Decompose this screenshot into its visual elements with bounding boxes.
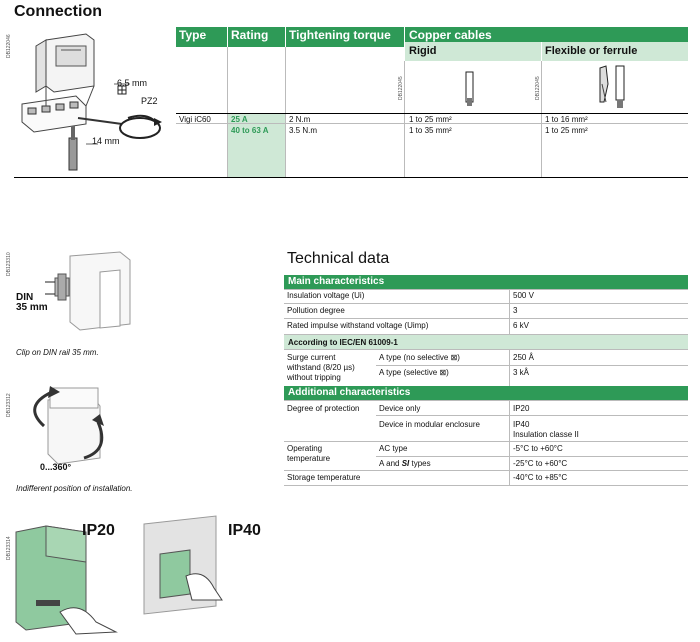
row1-type: Vigi iC60: [179, 115, 211, 124]
insulation-voltage-value: 500 V: [513, 291, 534, 300]
storage-label: Storage temperature: [287, 473, 361, 482]
surge-row1-value: 250 Å: [513, 353, 534, 362]
additional-characteristics-label: Additional characteristics: [288, 387, 411, 398]
flex-figure-code: DB122045: [535, 76, 541, 100]
header-flexible: Flexible or ferrule: [545, 45, 638, 57]
flexible-cable-icon: [599, 65, 625, 108]
operating-row2-sub-si: SI: [401, 459, 410, 468]
protection-label: Degree of protection: [287, 404, 360, 413]
din-label: DIN: [16, 292, 34, 303]
rigid-cable-icon: [465, 71, 474, 106]
iec-header: [284, 335, 688, 349]
row2-rating: 40 to 63 A: [231, 126, 269, 135]
operating-row2-sub-a: A and: [379, 459, 402, 468]
rotation-caption: Indifferent position of installation.: [16, 484, 133, 493]
row1-rating: 25 A: [231, 115, 248, 124]
protection-row2-value2: Insulation classe II: [513, 430, 579, 439]
insulation-voltage-label: Insulation voltage (Ui): [287, 291, 365, 300]
pollution-degree-value: 3: [513, 306, 518, 315]
protection-row2-sub: Device in modular enclosure: [379, 420, 480, 429]
rotation-figure-code: DB123312: [6, 393, 12, 417]
header-copper: Copper cables: [409, 28, 492, 42]
row1-flexible: 1 to 16 mm²: [545, 115, 588, 124]
header-rigid: Rigid: [409, 45, 437, 57]
operating-row2-sub: A and SI types: [379, 459, 431, 469]
operating-row1-sub: AC type: [379, 444, 408, 453]
operating-row2-sub-b: types: [409, 459, 431, 468]
row1-rigid: 1 to 25 mm²: [409, 115, 452, 124]
impulse-voltage-value: 6 kV: [513, 321, 530, 330]
surge-label-2: withstand (8/20 µs): [287, 363, 355, 372]
header-rating: Rating: [231, 28, 269, 42]
connection-title: Connection: [14, 3, 102, 20]
screwdriver-dimension: 6.5 mm: [117, 78, 148, 88]
strip-length: 14 mm: [92, 136, 120, 146]
protection-row2-value: IP40: [513, 420, 530, 429]
din-dimension: 35 mm: [16, 302, 48, 313]
ip20-illustration: [15, 525, 118, 635]
header-type: Type: [179, 28, 207, 42]
protection-row1-sub: Device only: [379, 404, 421, 413]
connection-illustration: [21, 33, 162, 171]
iec-label: According to IEC/EN 61009-1: [288, 338, 398, 347]
ip20-label: IP20: [82, 522, 115, 539]
rotation-angle: 0...360°: [40, 462, 72, 472]
din-rail-illustration: [45, 251, 131, 331]
row1-torque: 2 N.m: [289, 115, 311, 124]
ip-figure-code: DB123314: [6, 536, 12, 560]
din-caption: Clip on DIN rail 35 mm.: [16, 348, 99, 357]
screw-type: PZ2: [141, 96, 158, 106]
figure-code: DB122046: [6, 34, 12, 58]
additional-characteristics-header: [284, 386, 688, 400]
technical-title: Technical data: [287, 250, 390, 267]
din-figure-code: DB123310: [6, 252, 12, 276]
pollution-degree-label: Pollution degree: [287, 306, 345, 315]
storage-value: -40°C to +85°C: [513, 473, 568, 482]
surge-label-1: Surge current: [287, 353, 336, 362]
surge-row2-value: 3 kÅ: [513, 368, 530, 377]
impulse-voltage-label: Rated impulse withstand voltage (Uimp): [287, 321, 429, 330]
rotation-illustration: [33, 386, 104, 465]
header-torque: Tightening torque: [289, 28, 391, 42]
row2-rigid: 1 to 35 mm²: [409, 126, 452, 135]
rigid-figure-code: DB122045: [398, 76, 404, 100]
surge-label-3: without tripping: [287, 373, 341, 382]
operating-row2-value: -25°C to +60°C: [513, 459, 568, 468]
connection-subheader-light: [405, 42, 688, 61]
operating-label-2: temperature: [287, 454, 331, 463]
surge-row1-sub: A type (no selective ⊠): [379, 353, 460, 362]
protection-row1-value: IP20: [513, 404, 530, 413]
operating-row1-value: -5°C to +60°C: [513, 444, 563, 453]
row2-torque: 3.5 N.m: [289, 126, 318, 135]
operating-label-1: Operating: [287, 444, 323, 453]
ip40-illustration: [143, 515, 223, 615]
main-characteristics-label: Main characteristics: [288, 276, 385, 287]
row2-flexible: 1 to 25 mm²: [545, 126, 588, 135]
ip40-label: IP40: [228, 522, 261, 539]
surge-row2-sub: A type (selective ⊠): [379, 368, 449, 377]
main-characteristics-header: [284, 275, 688, 289]
